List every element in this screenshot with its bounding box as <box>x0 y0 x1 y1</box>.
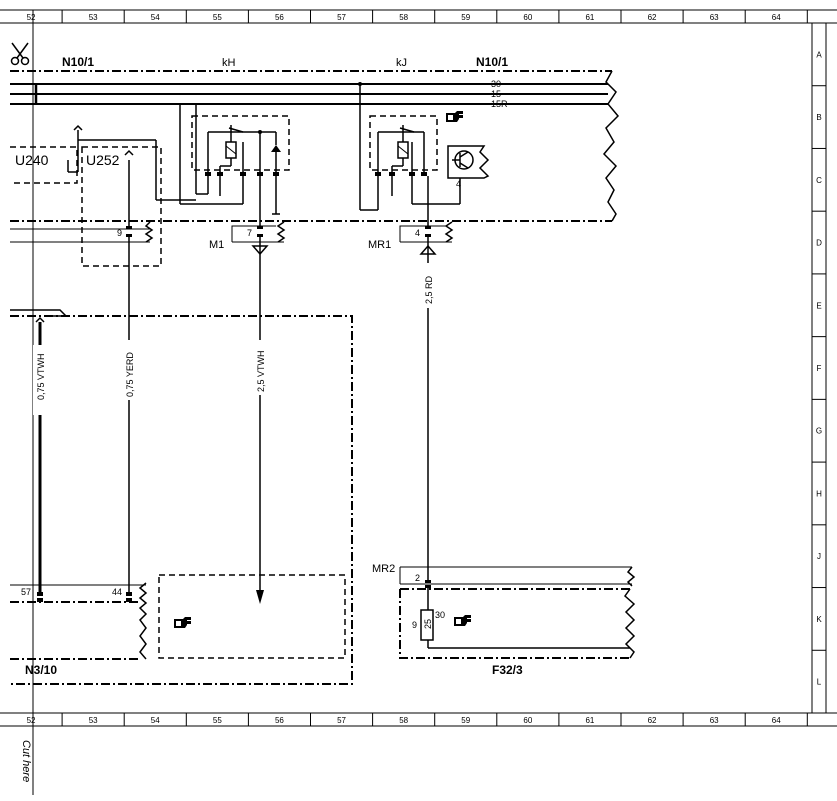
wire-label-2-5-rd: 2,5 RD <box>424 275 434 304</box>
bus-label-15: 15 <box>491 89 501 99</box>
row-label: F <box>817 364 822 373</box>
column-label: 60 <box>523 13 532 22</box>
row-label: C <box>816 176 822 185</box>
row-label: K <box>816 615 822 624</box>
column-label: 55 <box>213 716 222 725</box>
relay-kh-label: kH <box>222 57 236 69</box>
pin-57-label: 57 <box>21 587 31 597</box>
n3-10-label: N3/10 <box>25 663 57 677</box>
n10-1-label-left: N10/1 <box>62 55 94 69</box>
column-label: 61 <box>585 13 594 22</box>
column-label: 59 <box>461 13 470 22</box>
column-label: 59 <box>461 716 470 725</box>
column-label: 53 <box>89 716 98 725</box>
n10-1-label-right: N10/1 <box>476 55 508 69</box>
row-label: A <box>816 50 822 59</box>
pin-2-label: 2 <box>415 573 420 583</box>
n3-10-connector <box>10 575 148 660</box>
scissors-icon <box>10 42 30 66</box>
u252-box <box>81 146 162 267</box>
column-label: 57 <box>337 716 346 725</box>
column-label: 57 <box>337 13 346 22</box>
wire-label-0-75-vtwh: 0,75 VTWH <box>36 353 46 400</box>
relay-kj-label: kJ <box>396 57 407 69</box>
column-label: 53 <box>89 13 98 22</box>
column-ruler-top: 52 53 54 55 56 57 58 59 60 61 62 63 64 <box>27 10 808 23</box>
wire-label-2-5-vtwh: 2,5 VTWH <box>256 350 266 392</box>
cut-here-label: Cut here <box>20 740 32 782</box>
column-label: 56 <box>275 716 284 725</box>
transistor-pin-label: 4 <box>456 179 461 189</box>
connector-pin-9 <box>10 221 154 575</box>
column-label: 56 <box>275 13 284 22</box>
pin-9-label: 9 <box>117 228 122 238</box>
pin-44-label: 44 <box>112 587 122 597</box>
row-label: B <box>816 113 821 122</box>
inner-module-box <box>158 574 346 659</box>
n10-1-module <box>10 70 620 222</box>
u240-box <box>10 124 196 201</box>
column-label: 63 <box>710 13 719 22</box>
pin-4-label: 4 <box>415 228 420 238</box>
bus-label-15r: 15R <box>491 99 508 109</box>
column-label: 62 <box>648 716 657 725</box>
column-label: 61 <box>585 716 594 725</box>
column-label: 58 <box>399 716 408 725</box>
column-label: 64 <box>772 716 781 725</box>
row-label: D <box>816 239 822 248</box>
u240-label: U240 <box>15 152 49 168</box>
fuse-pin-9-label: 9 <box>412 620 417 630</box>
pin-7-label: 7 <box>247 228 252 238</box>
row-label: G <box>816 427 822 436</box>
hand-pointer-icon <box>454 615 471 626</box>
row-label: E <box>816 301 821 310</box>
column-label: 55 <box>213 13 222 22</box>
row-ruler-right: A B C D E F G H J K L <box>812 50 826 687</box>
wire-label-0-75-yerd: 0,75 YERD <box>125 352 135 397</box>
hand-pointer-icon <box>446 111 463 122</box>
column-label: 58 <box>399 13 408 22</box>
bus-tap-kj <box>358 82 379 211</box>
transistor-icon <box>447 145 490 179</box>
m1-label: M1 <box>209 239 224 251</box>
row-label: H <box>816 489 822 498</box>
power-bus <box>10 83 608 105</box>
n3-10-outer-box <box>10 315 353 685</box>
column-label: 60 <box>523 716 532 725</box>
kh-wiring <box>179 104 244 205</box>
column-label: 63 <box>710 716 719 725</box>
mr2-label: MR2 <box>372 563 395 575</box>
column-label: 64 <box>772 13 781 22</box>
column-label: 54 <box>151 13 160 22</box>
wire-0-75-yerd <box>124 149 134 156</box>
f32-3-box <box>399 566 636 659</box>
diagram-frame <box>0 9 837 727</box>
relay-kh <box>191 115 290 226</box>
column-label: 54 <box>151 716 160 725</box>
f32-3-label: F32/3 <box>492 663 523 677</box>
mr1-label: MR1 <box>368 239 391 251</box>
row-label: J <box>817 552 821 561</box>
row-label: L <box>817 678 822 687</box>
fuse-pin-30-label: 30 <box>435 610 445 620</box>
u252-label: U252 <box>86 152 120 168</box>
bus-label-30: 30 <box>491 79 501 89</box>
column-label: 52 <box>27 716 36 725</box>
connector-m1 <box>231 221 286 604</box>
column-label: 52 <box>27 13 36 22</box>
hand-pointer-icon <box>174 617 191 628</box>
column-ruler-bottom: 52 53 54 55 56 57 58 59 60 61 62 63 64 <box>27 713 808 726</box>
column-label: 62 <box>648 13 657 22</box>
relay-kj <box>369 115 461 226</box>
fuse-rating-label: 25 <box>423 619 433 629</box>
